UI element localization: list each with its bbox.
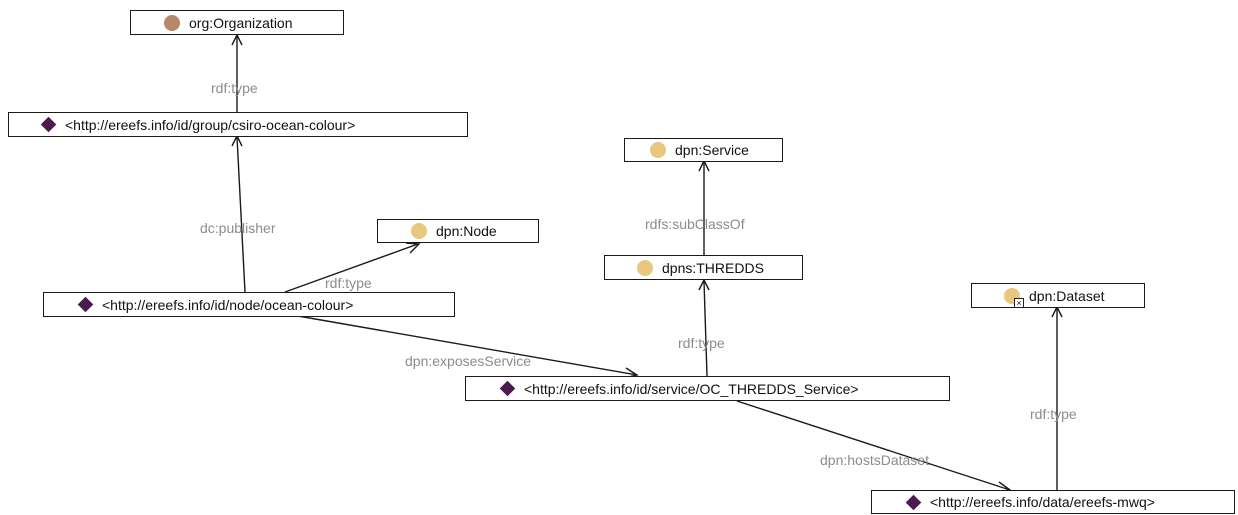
node-ocean-colour[interactable]: <http://ereefs.info/id/node/ocean-colour… [43, 292, 455, 317]
individual-diamond-icon [40, 116, 57, 133]
edge-label-publisher: dc:publisher [200, 220, 276, 236]
class-circle-icon [650, 142, 666, 158]
node-label: <http://ereefs.info/id/service/OC_THREDD… [524, 380, 859, 397]
node-label: dpn:Service [675, 142, 749, 158]
node-label: dpn:Node [436, 223, 497, 239]
class-circle-icon [164, 14, 180, 31]
node-ereefs-mwq[interactable]: <http://ereefs.info/data/ereefs-mwq> [871, 490, 1235, 514]
edge-publisher [236, 136, 246, 293]
individual-diamond-icon [499, 380, 516, 397]
node-label: <http://ereefs.info/id/group/csiro-ocean… [65, 116, 356, 133]
node-label: dpn:Dataset [1029, 287, 1105, 304]
edge-label-exposes: dpn:exposesService [405, 353, 532, 369]
node-label: <http://ereefs.info/data/ereefs-mwq> [930, 494, 1155, 510]
node-dpns-thredds[interactable]: dpns:THREDDS [604, 255, 803, 280]
node-label: org:Organization [189, 14, 293, 31]
edge-label-subclass: rdfs:subClassOf [645, 216, 745, 232]
class-circle-icon [411, 223, 427, 239]
individual-diamond-icon [77, 296, 94, 313]
edge-label-hosts: dpn:hostsDataset [820, 452, 929, 468]
edge-label-dataset-type: rdf:type [1030, 406, 1077, 422]
individual-diamond-icon [905, 494, 922, 510]
node-label: dpns:THREDDS [662, 259, 764, 276]
edge-hosts [736, 400, 1011, 491]
edge-label-group-type: rdf:type [211, 80, 258, 96]
arrowhead [698, 278, 710, 291]
node-label: <http://ereefs.info/id/node/ocean-colour… [102, 296, 354, 313]
node-dpn-dataset[interactable]: × dpn:Dataset [971, 283, 1145, 308]
edge-label-node-type: rdf:type [325, 275, 372, 291]
edge-label-service-type: rdf:type [678, 335, 725, 351]
restriction-badge-icon: × [1014, 297, 1024, 308]
class-circle-icon: × [1004, 287, 1024, 308]
node-oc-thredds-service[interactable]: <http://ereefs.info/id/service/OC_THREDD… [465, 376, 950, 401]
node-org-organization[interactable]: org:Organization [130, 10, 344, 35]
arrowhead [405, 242, 421, 254]
node-group-csiro-ocean-colour[interactable]: <http://ereefs.info/id/group/csiro-ocean… [8, 112, 468, 137]
class-circle-icon [637, 259, 653, 276]
node-dpn-service[interactable]: dpn:Service [624, 138, 783, 162]
edge-node-type [284, 243, 419, 293]
edge-exposes [297, 315, 638, 376]
edge-service-type [703, 280, 708, 377]
node-dpn-node[interactable]: dpn:Node [377, 219, 539, 243]
arrowhead [231, 33, 243, 46]
